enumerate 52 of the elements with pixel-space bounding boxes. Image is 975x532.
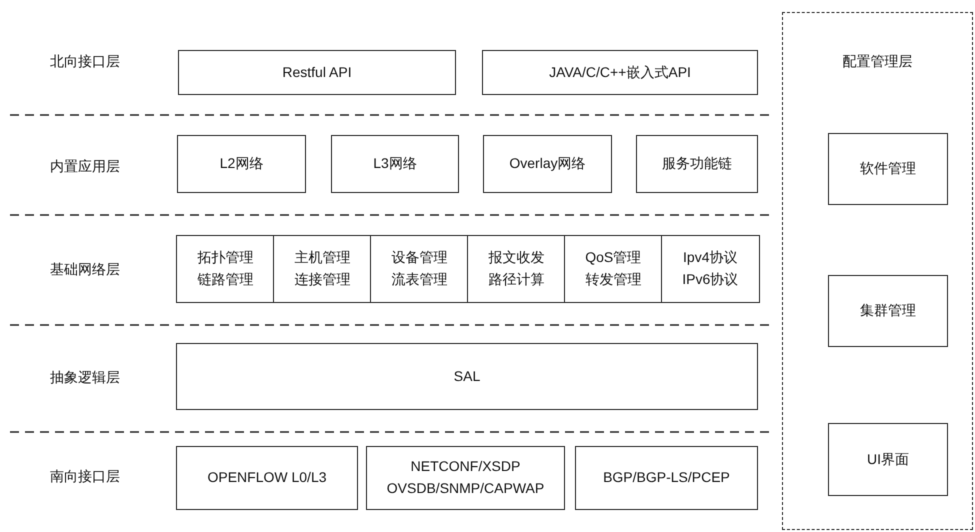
box-label: 集群管理 xyxy=(860,301,916,320)
module-box xyxy=(575,446,758,510)
box-label: JAVA/C/C++嵌入式API xyxy=(549,62,691,82)
box-label: NETCONF/XSDP xyxy=(410,457,520,476)
module-box xyxy=(636,135,758,193)
layer-label: 基础网络层 xyxy=(50,261,120,279)
module-box xyxy=(176,446,358,510)
panel-heading: 配置管理层 xyxy=(842,52,912,71)
box-label: OPENFLOW L0/L3 xyxy=(207,468,327,488)
box-label: 报文收发 xyxy=(488,248,544,268)
module-box xyxy=(176,235,274,303)
module-box xyxy=(564,235,662,303)
layer-label: 抽象逻辑层 xyxy=(50,369,120,387)
box-label: 服务功能链 xyxy=(662,154,732,174)
box-label: 主机管理 xyxy=(294,248,350,268)
layer-label: 南向接口层 xyxy=(50,468,120,486)
box-label: Restful API xyxy=(282,62,352,82)
module-box xyxy=(467,235,566,303)
box-label: IPv6协议 xyxy=(682,270,738,289)
box-label: QoS管理 xyxy=(585,248,642,268)
box-label: L3网络 xyxy=(373,154,417,174)
box-label: L2网络 xyxy=(220,154,264,174)
box-label: 路径计算 xyxy=(488,270,544,289)
box-label: 链路管理 xyxy=(197,270,254,289)
module-box xyxy=(177,135,306,193)
module-box xyxy=(370,235,468,303)
box-label: SAL xyxy=(454,366,480,386)
box-label: UI界面 xyxy=(867,450,909,469)
box-label: OVSDB/SNMP/CAPWAP xyxy=(386,479,544,498)
box-label: 连接管理 xyxy=(294,270,350,289)
box-label: 流表管理 xyxy=(391,270,448,289)
module-box xyxy=(828,133,948,205)
layer-label: 北向接口层 xyxy=(50,53,120,71)
box-label: Ipv4协议 xyxy=(683,248,738,268)
box-label: BGP/BGP-LS/PCEP xyxy=(603,468,730,488)
module-box xyxy=(331,135,459,193)
box-label: 转发管理 xyxy=(585,270,642,289)
module-box xyxy=(828,423,948,496)
box-label: Overlay网络 xyxy=(509,154,586,174)
module-box xyxy=(661,235,760,303)
module-box xyxy=(178,50,456,95)
layer-panel xyxy=(782,12,973,530)
module-box xyxy=(366,446,565,510)
layer-label: 内置应用层 xyxy=(50,158,120,176)
module-box xyxy=(273,235,372,303)
box-label: 软件管理 xyxy=(860,159,916,178)
module-box xyxy=(483,135,612,193)
box-label: 设备管理 xyxy=(391,248,448,268)
module-box xyxy=(482,50,758,95)
module-box xyxy=(176,343,758,410)
box-label: 拓扑管理 xyxy=(197,248,254,268)
module-box xyxy=(828,275,948,347)
